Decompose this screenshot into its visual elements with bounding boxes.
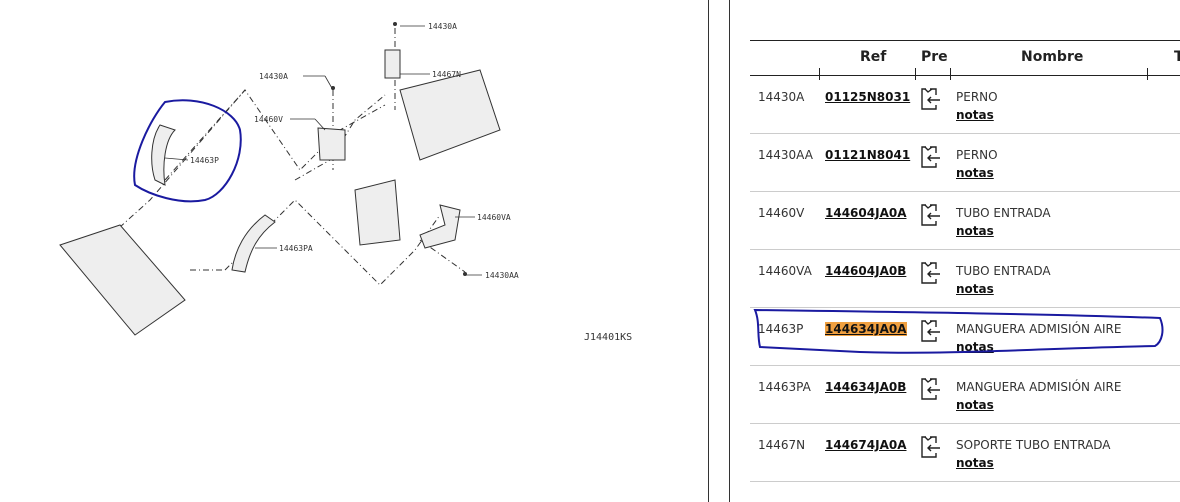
inlet-tube-14460v bbox=[317, 127, 346, 161]
diagram-code: J14401KS bbox=[584, 332, 632, 343]
table-row: 14430A 01125N8031 PERNO notas bbox=[750, 76, 1180, 134]
ref-link[interactable]: 01125N8031 bbox=[825, 90, 911, 104]
notes-link[interactable]: notas bbox=[956, 456, 994, 470]
notes-link[interactable]: notas bbox=[956, 340, 994, 354]
add-to-cart-icon[interactable] bbox=[920, 261, 942, 285]
add-to-cart-icon[interactable] bbox=[920, 319, 942, 343]
notes-link[interactable]: notas bbox=[956, 108, 994, 122]
ref-link[interactable]: 144604JA0B bbox=[825, 264, 907, 278]
label-14430a-left: 14430A bbox=[259, 72, 288, 81]
hose-14463pa bbox=[231, 214, 276, 273]
parts-table: Ref Pre Nombre T 14430A 01125N8031 PERNO… bbox=[750, 40, 1180, 482]
header-t[interactable]: T bbox=[1174, 49, 1180, 65]
divider bbox=[729, 0, 730, 502]
ref-link[interactable]: 144604JA0A bbox=[825, 206, 907, 220]
table-row: 14467N 144674JA0A SOPORTE TUBO ENTRADA n… bbox=[750, 424, 1180, 482]
table-row: 14463PA 144634JA0B MANGUERA ADMISIÓN AIR… bbox=[750, 366, 1180, 424]
notes-link[interactable]: notas bbox=[956, 398, 994, 412]
part-name: MANGUERA ADMISIÓN AIRE bbox=[956, 380, 1122, 394]
add-to-cart-icon[interactable] bbox=[920, 145, 942, 169]
table-header: Ref Pre Nombre T bbox=[750, 41, 1180, 80]
table-row: 14430AA 01121N8041 PERNO notas bbox=[750, 134, 1180, 192]
hose-14463p bbox=[151, 124, 176, 186]
part-name: PERNO bbox=[956, 90, 998, 104]
table-row: 14463P 144634JA0A MANGUERA ADMISIÓN AIRE… bbox=[750, 308, 1180, 366]
label-14460v: 14460V bbox=[254, 115, 283, 124]
notes-link[interactable]: notas bbox=[956, 166, 994, 180]
cylinder-head bbox=[399, 69, 501, 161]
part-name: MANGUERA ADMISIÓN AIRE bbox=[956, 322, 1122, 336]
label-14430aa: 14430AA bbox=[485, 271, 519, 280]
intercooler bbox=[59, 224, 186, 336]
inlet-tube-14460va bbox=[419, 204, 461, 249]
label-14467n: 14467N bbox=[432, 70, 461, 79]
part-name: SOPORTE TUBO ENTRADA bbox=[956, 438, 1111, 452]
row-code: 14430AA bbox=[758, 148, 813, 162]
part-name: PERNO bbox=[956, 148, 998, 162]
label-14430a-top: 14430A bbox=[428, 22, 457, 31]
header-nombre[interactable]: Nombre bbox=[1021, 49, 1084, 65]
part-name: TUBO ENTRADA bbox=[956, 264, 1051, 278]
header-pre[interactable]: Pre bbox=[921, 49, 948, 65]
label-14463pa: 14463PA bbox=[279, 244, 313, 253]
ref-link[interactable]: 01121N8041 bbox=[825, 148, 911, 162]
annotation-circle-diagram bbox=[133, 99, 242, 203]
add-to-cart-icon[interactable] bbox=[920, 377, 942, 401]
header-ref[interactable]: Ref bbox=[860, 49, 887, 65]
ref-link[interactable]: 144634JA0B bbox=[825, 380, 907, 394]
parts-diagram: 14430A 14467N 14430A 14460V 14463P 14460… bbox=[59, 22, 632, 343]
row-code: 14463PA bbox=[758, 380, 811, 394]
ref-link[interactable]: 144674JA0A bbox=[825, 438, 907, 452]
egr-unit bbox=[354, 179, 401, 246]
ref-link[interactable]: 144634JA0A bbox=[825, 322, 907, 336]
add-to-cart-icon[interactable] bbox=[920, 87, 942, 111]
table-row: 14460VA 144604JA0B TUBO ENTRADA notas bbox=[750, 250, 1180, 308]
row-code: 14460V bbox=[758, 206, 805, 220]
add-to-cart-icon[interactable] bbox=[920, 203, 942, 227]
notes-link[interactable]: notas bbox=[956, 224, 994, 238]
table-row: 14460V 144604JA0A TUBO ENTRADA notas bbox=[750, 192, 1180, 250]
add-to-cart-icon[interactable] bbox=[920, 435, 942, 459]
notes-link[interactable]: notas bbox=[956, 282, 994, 296]
row-code: 14463P bbox=[758, 322, 804, 336]
label-14463p: 14463P bbox=[190, 156, 219, 165]
row-code: 14430A bbox=[758, 90, 805, 104]
row-code: 14467N bbox=[758, 438, 806, 452]
label-14460va: 14460VA bbox=[477, 213, 511, 222]
part-name: TUBO ENTRADA bbox=[956, 206, 1051, 220]
divider bbox=[708, 0, 709, 502]
bracket-14467n bbox=[384, 49, 401, 79]
row-code: 14460VA bbox=[758, 264, 812, 278]
